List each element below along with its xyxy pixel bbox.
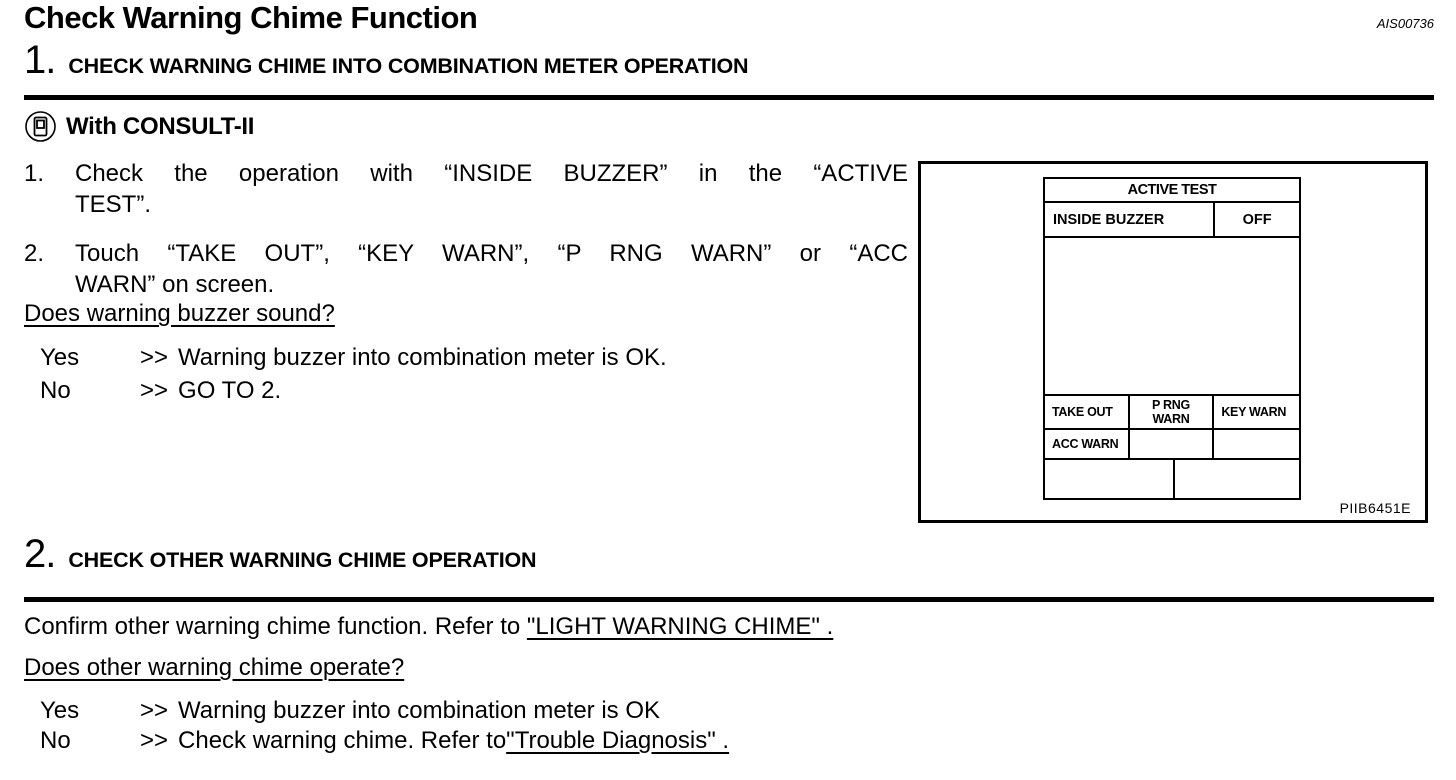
blank-button — [1130, 430, 1215, 458]
result-label: Yes — [40, 697, 80, 724]
screen-monitor-row: INSIDE BUZZER OFF — [1043, 201, 1301, 238]
step2-title: CHECK OTHER WARNING CHIME OPERATION — [68, 548, 537, 572]
p-rng-warn-button: P RNG WARN — [1130, 396, 1215, 428]
heading-rule — [24, 597, 1434, 602]
document-code: AIS00736 — [1376, 16, 1434, 31]
instruction-text: Confirm other warning chime function. Re… — [24, 613, 527, 640]
item-text: Touch “TAKE OUT”, “KEY WARN”, “P RNG WAR… — [75, 238, 908, 300]
consult-row: With CONSULT-II — [24, 110, 254, 143]
page-title: Check Warning Chime Function — [24, 0, 478, 35]
list-item: 1. Check the operation with “INSIDE BUZZ… — [24, 158, 908, 220]
light-warning-chime-link[interactable]: "LIGHT WARNING CHIME" . — [526, 613, 834, 640]
bottom-cell — [1175, 460, 1299, 498]
bottom-cell — [1045, 460, 1175, 498]
step2-results: Yes >> Warning buzzer into combination m… — [40, 696, 729, 756]
result-text: Check warning chime. Refer to — [178, 727, 507, 754]
step2-instruction: Confirm other warning chime function. Re… — [24, 613, 833, 641]
item-number: 1. — [24, 160, 45, 187]
screen-bottom-row — [1043, 458, 1301, 500]
step2-heading: 2. CHECK OTHER WARNING CHIME OPERATION — [24, 532, 537, 576]
item-text: Check the operation with “INSIDE BUZZER”… — [75, 158, 908, 220]
result-text: Warning buzzer into combination meter is… — [178, 344, 667, 371]
acc-warn-button: ACC WARN — [1045, 430, 1130, 458]
screen-blank-area — [1043, 236, 1301, 396]
result-label: No — [40, 727, 71, 754]
item-text-line: TEST”. — [75, 191, 151, 218]
step1-title: CHECK WARNING CHIME INTO COMBINATION MET… — [68, 54, 749, 78]
screen-title: ACTIVE TEST — [1043, 177, 1301, 203]
consult-screen-figure: ACTIVE TEST INSIDE BUZZER OFF TAKE OUT P… — [918, 161, 1428, 523]
result-row-no: No >> Check warning chime. Refer to "Tro… — [40, 726, 729, 756]
result-label: Yes — [40, 344, 80, 371]
monitor-item-value: OFF — [1242, 212, 1272, 228]
step2-number: 2. — [24, 532, 56, 576]
active-test-screen: ACTIVE TEST INSIDE BUZZER OFF TAKE OUT P… — [1043, 177, 1301, 500]
screen-button-row2: ACC WARN — [1043, 428, 1301, 460]
item-text-line: WARN” on screen. — [75, 271, 275, 298]
result-row-yes: Yes >> Warning buzzer into combination m… — [40, 341, 667, 374]
figure-code: PIIB6451E — [1339, 500, 1411, 516]
screen-button-row1: TAKE OUT P RNG WARN KEY WARN — [1043, 394, 1301, 430]
result-text: GO TO 2. — [178, 377, 282, 404]
consult-ii-icon — [24, 110, 57, 143]
trouble-diagnosis-link[interactable]: "Trouble Diagnosis" . — [506, 727, 730, 754]
result-text: Warning buzzer into combination meter is… — [178, 697, 661, 724]
step1-question: Does warning buzzer sound? — [24, 300, 335, 327]
result-arrow: >> — [140, 377, 169, 404]
heading-rule — [24, 95, 1434, 100]
step1-heading: 1. CHECK WARNING CHIME INTO COMBINATION … — [24, 38, 749, 82]
result-arrow: >> — [140, 727, 169, 754]
take-out-button: TAKE OUT — [1045, 396, 1130, 428]
item-number: 2. — [24, 240, 45, 267]
procedure-list: 1. Check the operation with “INSIDE BUZZ… — [24, 158, 908, 318]
monitor-item-label: INSIDE BUZZER — [1045, 203, 1216, 236]
list-item: 2. Touch “TAKE OUT”, “KEY WARN”, “P RNG … — [24, 238, 908, 300]
blank-button — [1214, 430, 1299, 458]
result-arrow: >> — [140, 344, 169, 371]
result-arrow: >> — [140, 697, 169, 724]
step1-results: Yes >> Warning buzzer into combination m… — [40, 341, 667, 407]
step1-number: 1. — [24, 38, 56, 82]
key-warn-button: KEY WARN — [1221, 405, 1287, 419]
consult-label: With CONSULT-II — [66, 112, 255, 140]
result-row-no: No >> GO TO 2. — [40, 374, 667, 407]
step2-question: Does other warning chime operate? — [24, 654, 405, 681]
result-row-yes: Yes >> Warning buzzer into combination m… — [40, 696, 729, 726]
item-text-line: Touch “TAKE OUT”, “KEY WARN”, “P RNG WAR… — [75, 240, 908, 267]
result-label: No — [40, 377, 71, 404]
item-text-line: Check the operation with “INSIDE BUZZER”… — [75, 160, 908, 187]
